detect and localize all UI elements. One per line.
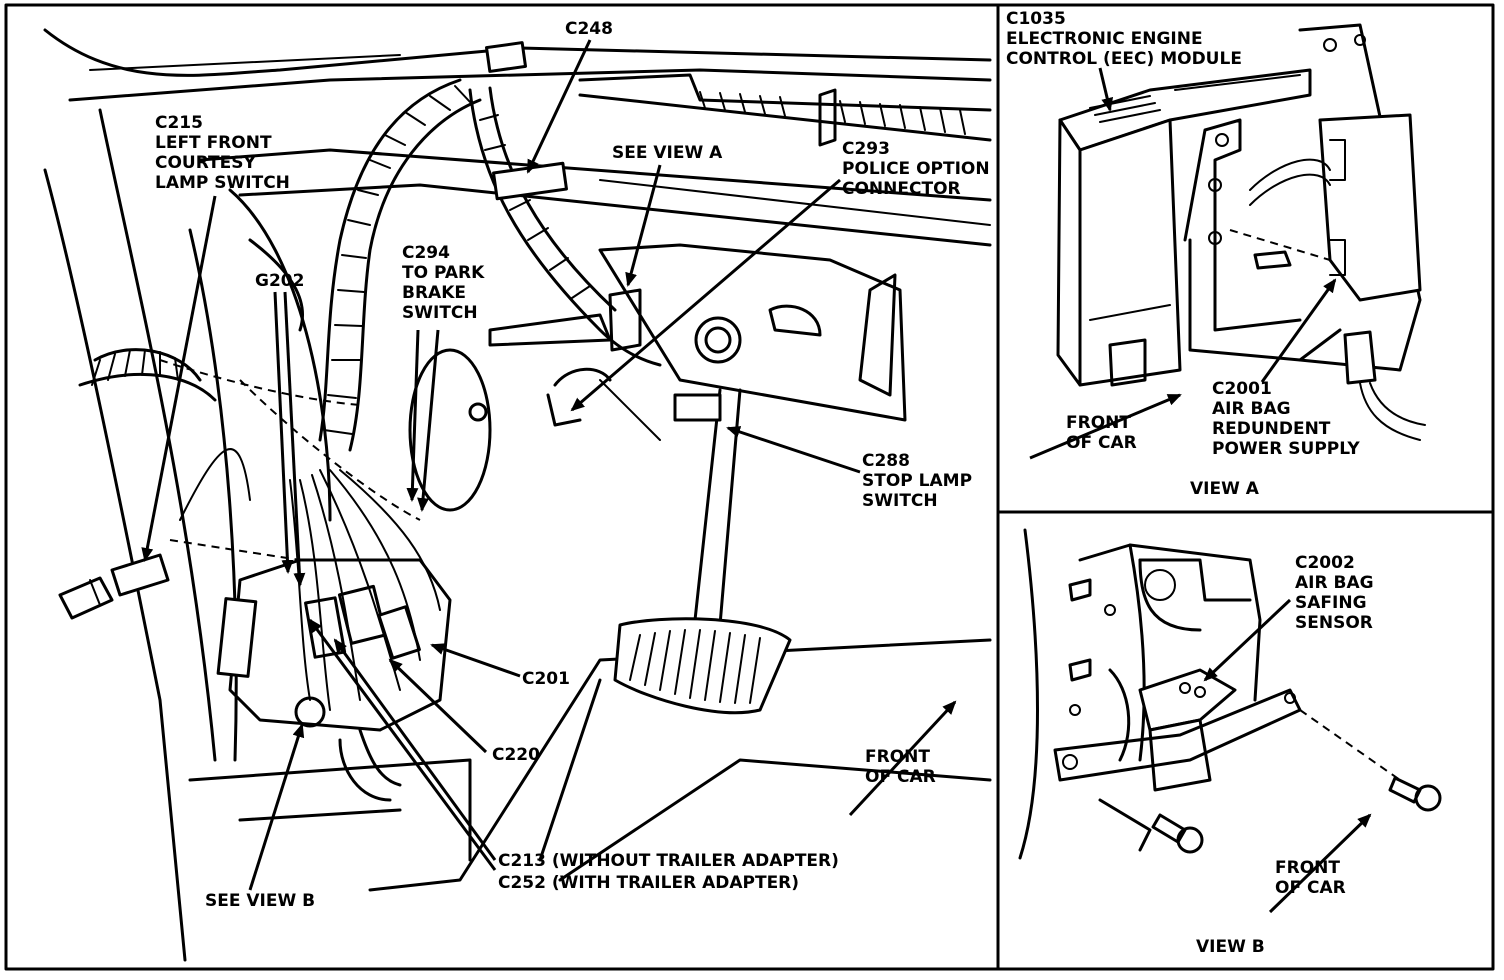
- view-b-leaders: [1203, 598, 1372, 914]
- label-c294: C294 TO PARK BRAKE SWITCH: [402, 243, 490, 323]
- main-view-labels: C215 LEFT FRONT COURTESY LAMP SWITCH C24…: [155, 19, 996, 911]
- leader-c220: [388, 658, 488, 754]
- leader-c294-a: [406, 329, 420, 502]
- front-arrow-view-b: [1268, 813, 1372, 914]
- main-view-leaders: [141, 39, 957, 891]
- main-view-drawing: [43, 28, 992, 962]
- view-a-title: VIEW A: [1190, 479, 1260, 499]
- view-a-drawing: [1056, 23, 1426, 441]
- floor-edge: [188, 758, 472, 862]
- brake-pedal-pad: [613, 617, 792, 715]
- leader-c215: [141, 195, 217, 562]
- view-b-labels: C2002 AIR BAG SAFING SENSOR FRONT OF CAR…: [1196, 553, 1379, 957]
- leader-g202-b: [283, 291, 306, 587]
- leader-c248: [526, 39, 592, 174]
- label-c252: C252 (WITH TRAILER ADAPTER): [498, 873, 799, 893]
- dash-rail: [578, 73, 992, 112]
- leader-c1035: [1098, 67, 1114, 112]
- leader-c293: [570, 178, 841, 412]
- label-c2001: C2001 AIR BAG REDUNDENT POWER SUPPLY: [1212, 379, 1360, 459]
- view-b-title: VIEW B: [1196, 937, 1265, 957]
- label-c213: C213 (WITHOUT TRAILER ADAPTER): [498, 851, 839, 871]
- label-c220: C220: [492, 745, 540, 765]
- leader-c288: [726, 426, 861, 474]
- eec-module-top: [1058, 68, 1312, 152]
- label-c248: C248: [565, 19, 613, 39]
- label-front-of-car-view-b: FRONT OF CAR: [1275, 858, 1346, 898]
- label-c288: C288 STOP LAMP SWITCH: [862, 451, 978, 511]
- courtesy-switch-body: [58, 576, 114, 620]
- leader-g202-a: [273, 291, 294, 574]
- leader-c294-b: [417, 329, 440, 512]
- leader-c213: [333, 638, 497, 861]
- leader-see-view-b: [248, 723, 305, 891]
- view-a-labels: C1035 ELECTRONIC ENGINE CONTROL (EEC) MO…: [1006, 9, 1360, 499]
- label-c2002: C2002 AIR BAG SAFING SENSOR: [1295, 553, 1379, 633]
- front-arrow-main: [848, 700, 957, 817]
- label-front-of-car-view-a: FRONT OF CAR: [1066, 413, 1137, 453]
- leader-c201: [430, 643, 521, 678]
- view-b-drawing: [1018, 528, 1442, 860]
- label-front-of-car-main: FRONT OF CAR: [865, 747, 936, 787]
- leader-see-view-a: [625, 164, 662, 287]
- c2001-power-supply: [1318, 113, 1422, 302]
- label-c293: C293 POLICE OPTION CONNECTOR: [842, 139, 996, 199]
- leader-c2001: [1260, 278, 1337, 383]
- connector-cluster: [228, 558, 452, 732]
- door-edge: [43, 168, 187, 962]
- label-c215: C215 LEFT FRONT COURTESY LAMP SWITCH: [155, 113, 290, 193]
- dash-top-edge: [43, 28, 992, 77]
- view-a-leaders: [1029, 67, 1337, 460]
- label-see-view-b: SEE VIEW B: [205, 891, 315, 911]
- leader-c2002: [1203, 598, 1292, 682]
- front-arrow-view-a: [1029, 393, 1182, 460]
- outer-frame: [4, 3, 1495, 971]
- label-see-view-a: SEE VIEW A: [612, 143, 723, 163]
- label-c1035: C1035 ELECTRONIC ENGINE CONTROL (EEC) MO…: [1006, 9, 1242, 69]
- harness-main: [318, 78, 462, 442]
- view-b-pillar: [1018, 528, 1039, 860]
- panel-frames: [4, 3, 1495, 971]
- label-c201: C201: [522, 669, 570, 689]
- c2002-safing-sensor: [1138, 668, 1237, 732]
- eec-module-front: [1078, 118, 1182, 387]
- label-g202: G202: [255, 271, 304, 291]
- leader-c252: [308, 618, 497, 871]
- pedal-bracket: [598, 243, 907, 422]
